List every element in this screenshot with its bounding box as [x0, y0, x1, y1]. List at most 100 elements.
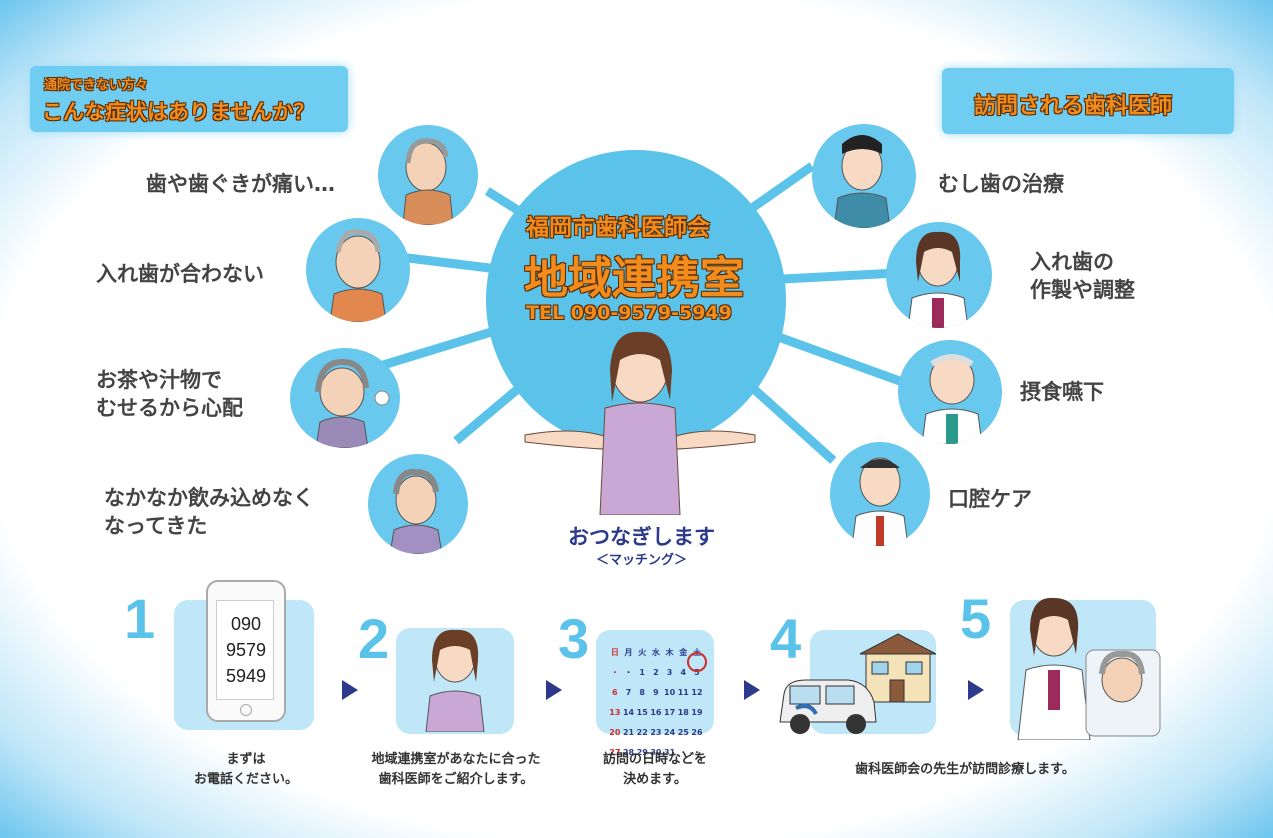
calendar-day: ・ [624, 668, 633, 677]
calendar-day: 25 [677, 728, 689, 737]
calendar-day: 16 [650, 708, 662, 717]
calendar-day: 30 [650, 748, 662, 757]
calendar-day: 29 [636, 748, 648, 757]
phone-line-1: 090 [230, 614, 262, 634]
coordinator-illustration [425, 629, 485, 732]
step-arrow-icon [968, 680, 984, 700]
calendar-day: 19 [691, 708, 703, 717]
calendar-day: 27 [609, 748, 621, 757]
step-4-number: 4 [770, 607, 802, 670]
calendar-weekday: 日 [610, 648, 619, 657]
calendar-day: 11 [677, 688, 689, 697]
patient-avatar-swallowing [368, 454, 468, 554]
step-1-caption-line2: お電話ください。 [193, 772, 298, 787]
calendar-weekday: 月 [624, 648, 633, 657]
step-arrow-icon [546, 680, 562, 700]
step-5-number: 5 [960, 587, 992, 650]
dentist-avatar-dentures [886, 222, 992, 328]
step-arrow-icon [744, 680, 760, 700]
step-2-caption-line2: 歯科医師をご紹介します。 [378, 772, 534, 787]
phone-number: TEL 090-9579-5949 [526, 302, 732, 324]
step-3-box [596, 630, 714, 734]
calendar-day: 14 [622, 708, 635, 717]
step-2-caption-line1: 地域連携室があなたに合った [371, 752, 541, 767]
calendar-day: 4 [680, 668, 687, 677]
phone-illustration: 090 9579 5949 [206, 580, 286, 722]
car-illustration [779, 679, 877, 734]
calendar-day: 20 [609, 728, 621, 737]
calendar-day: 7 [625, 688, 632, 697]
step-arrow-icon [342, 680, 358, 700]
calendar-day: ・ [610, 668, 619, 677]
calendar-day: 5 [694, 668, 700, 677]
calendar-weekday: 金 [679, 648, 688, 657]
service-swallowing: 摂食嚥下 [1020, 380, 1104, 404]
calendar-circle-mark [687, 652, 707, 672]
step-2-number: 2 [358, 607, 390, 670]
calendar-day: 10 [664, 688, 676, 697]
symptoms-header-subtitle: 通院できない方々 [44, 78, 149, 93]
step-3-number: 3 [558, 607, 590, 670]
calendar-day: 24 [664, 728, 676, 737]
symptoms-header-box: 通院できない方々 こんな症状はありませんか？ [30, 66, 348, 132]
phone-line-2: 9579 [225, 640, 267, 660]
steps-4-5-caption: 歯科医師会の先生が訪問診療します。 [855, 762, 1075, 777]
calendar-day: 23 [650, 728, 662, 737]
calendar-day: 17 [664, 708, 676, 717]
step-1-caption-line1: まずは [226, 752, 266, 767]
symptom-swallowing-line1: なかなか飲み込めなく [104, 486, 314, 510]
office-name: 地域連携室 [524, 253, 744, 304]
home-visit-illustration [1017, 597, 1161, 740]
org-name: 福岡市歯科医師会 [526, 215, 710, 241]
calendar-day: 9 [653, 688, 659, 697]
calendar-day: 26 [691, 728, 703, 737]
patient-avatar-dentures [306, 218, 410, 322]
calendar-day: 1 [639, 668, 645, 677]
calendar-day: 13 [609, 708, 621, 717]
symptom-choking-line1: お茶や汁物で [96, 368, 222, 392]
house-illustration [859, 633, 937, 703]
calendar-day: 31 [664, 748, 676, 757]
calendar-day: ・ [679, 748, 688, 757]
calendar-weekday: 火 [638, 648, 647, 657]
step-1-number: 1 [124, 587, 156, 650]
calendar-day: 2 [653, 668, 659, 677]
step-3-caption-line2: 決めます。 [623, 772, 687, 787]
matching-sublabel: ＜マッチング＞ [596, 553, 688, 568]
service-dentures-line2: 作製や調整 [1030, 278, 1135, 302]
phone-line-3: 5949 [225, 666, 267, 686]
calendar-day: ・ [692, 748, 701, 757]
symptoms-header-title: こんな症状はありませんか？ [42, 100, 315, 124]
calendar-day: 22 [636, 728, 648, 737]
symptom-dentures-fit: 入れ歯が合わない [96, 262, 264, 286]
symptom-choking-line2: むせるから心配 [96, 396, 243, 420]
calendar-day: 28 [622, 748, 635, 757]
calendar-day: 18 [677, 708, 689, 717]
dentist-avatar-swallowing [898, 340, 1002, 444]
service-dentures-line1: 入れ歯の [1030, 250, 1114, 274]
calendar-weekday: 木 [665, 648, 674, 657]
dentist-avatar-cavity [812, 124, 916, 228]
calendar-day: 8 [639, 688, 645, 697]
symptom-swallowing-line2: なってきた [104, 514, 208, 538]
dentist-header-title: 訪問される歯科医師 [974, 94, 1173, 119]
dentist-header-box: 訪問される歯科医師 [942, 68, 1234, 134]
calendar-day: 15 [636, 708, 648, 717]
service-oral-care: 口腔ケア [948, 487, 1032, 511]
patient-avatar-choking [290, 348, 400, 448]
step-3-caption-line1: 訪問の日時などを [602, 752, 707, 767]
central-circle: 福岡市歯科医師会 地域連携室 TEL 090-9579-5949 [486, 150, 786, 450]
calendar-day: 6 [612, 688, 618, 697]
symptom-tooth-pain: 歯や歯ぐきが痛い… [146, 172, 335, 196]
patient-avatar-tooth-pain [378, 125, 478, 225]
receptionist-illustration [524, 331, 756, 515]
matching-label: おつなぎします [568, 525, 715, 549]
service-cavity-treatment: むし歯の治療 [938, 172, 1064, 196]
calendar-weekday: 水 [651, 648, 660, 657]
calendar-day: 21 [622, 728, 635, 737]
dentist-avatar-oral-care [830, 442, 930, 546]
calendar-day: 12 [691, 688, 703, 697]
calendar-day: 3 [666, 668, 673, 677]
